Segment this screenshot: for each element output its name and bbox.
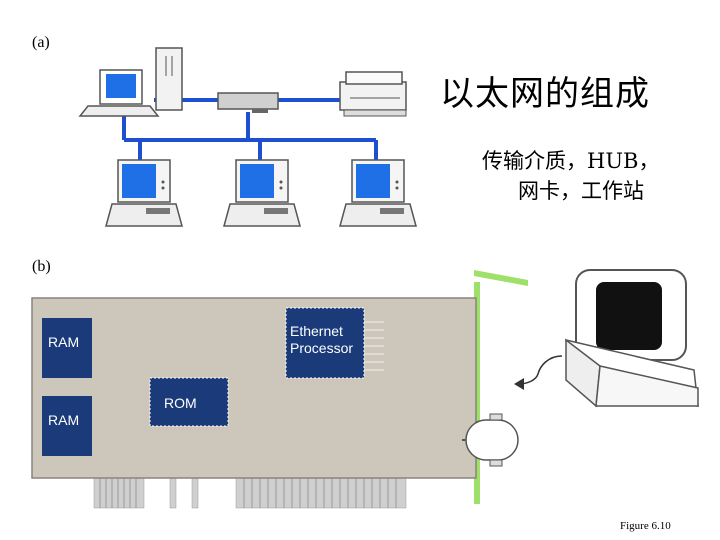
- ethernet-label-line1: Ethernet: [290, 323, 343, 339]
- ram-label-1: RAM: [48, 334, 80, 350]
- rom-chip: [149, 377, 229, 427]
- printer-device: [339, 71, 407, 117]
- hub-device: [217, 92, 279, 113]
- figure-caption: Figure 6.10: [620, 520, 671, 532]
- rom-label: ROM: [164, 395, 197, 411]
- workstation-1: [105, 159, 183, 227]
- install-arrow: [517, 355, 563, 385]
- ethernet-processor-chip: [285, 307, 365, 379]
- edge-connectors: [93, 477, 407, 509]
- label-a: (a): [32, 34, 50, 51]
- workstation-2: [223, 159, 301, 227]
- subtitle-line2: 网卡，工作站: [518, 179, 644, 203]
- ram-chip-1: [42, 318, 92, 378]
- subtitle-line1: 传输介质，HUB，: [482, 149, 660, 173]
- circuit-board: [31, 297, 477, 479]
- desktop-computer: [565, 269, 699, 408]
- card-bracket: [474, 270, 528, 504]
- ram-label-2: RAM: [48, 412, 80, 428]
- ethernet-label-line2: Processor: [290, 340, 354, 356]
- ram-chip-2: [42, 396, 92, 456]
- server-workstation: [78, 47, 183, 117]
- diagram-title: 以太网的组成: [440, 74, 650, 114]
- workstation-3: [339, 159, 417, 227]
- label-b: (b): [32, 258, 51, 275]
- bnc-connector: [462, 413, 519, 467]
